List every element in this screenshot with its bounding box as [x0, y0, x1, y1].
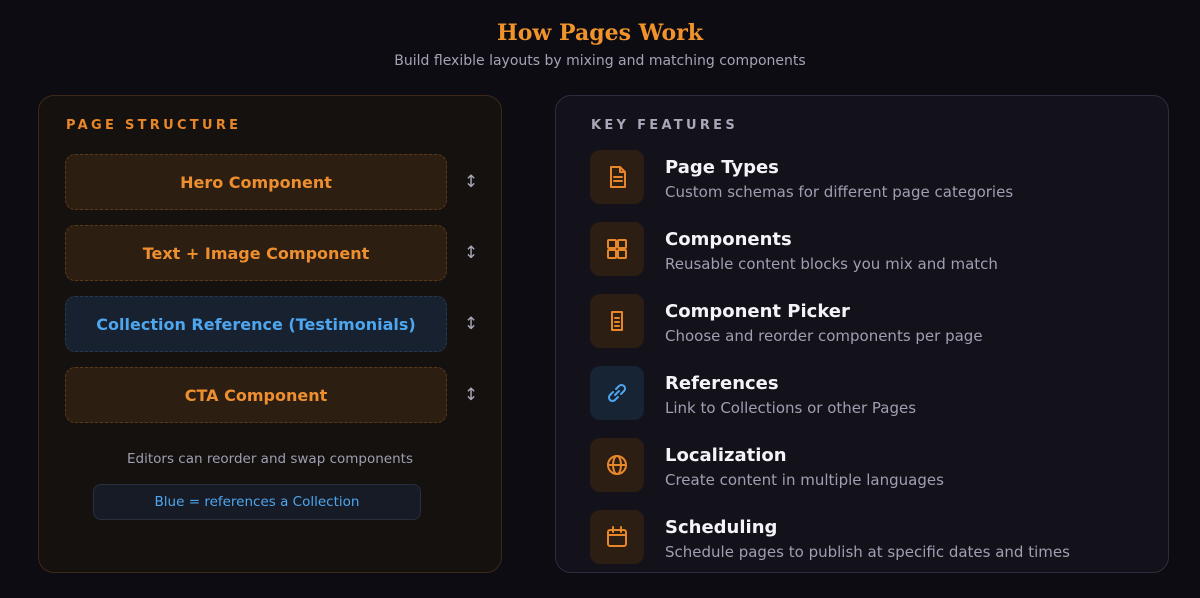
key-features-label: KEY FEATURES	[591, 118, 738, 133]
cta-component-block[interactable]: CTA Component	[65, 367, 447, 423]
page-types-icon	[590, 150, 644, 204]
feature-localization: Localization Create content in multiple …	[590, 438, 1160, 494]
collection-reference-block[interactable]: Collection Reference (Testimonials)	[65, 296, 447, 352]
feature-description: Create content in multiple languages	[665, 471, 944, 489]
feature-description: Schedule pages to publish at specific da…	[665, 543, 1070, 561]
feature-description: Link to Collections or other Pages	[665, 399, 917, 417]
drag-handle-icon[interactable]: ↕	[463, 243, 479, 263]
feature-description: Reusable content blocks you mix and matc…	[665, 255, 998, 273]
feature-title: References	[665, 373, 779, 394]
page-structure-panel: PAGE STRUCTURE Hero Component ↕ Text + I…	[38, 95, 502, 573]
page-structure-label: PAGE STRUCTURE	[66, 118, 242, 133]
localization-icon	[590, 438, 644, 492]
key-features-panel: KEY FEATURES Page Types Custom schemas f…	[555, 95, 1169, 573]
editors-note: Editors can reorder and swap components	[127, 451, 413, 467]
component-picker-icon	[590, 294, 644, 348]
feature-description: Choose and reorder components per page	[665, 327, 983, 345]
feature-description: Custom schemas for different page catego…	[665, 183, 1014, 201]
references-icon	[590, 366, 644, 420]
page-title: How Pages Work	[496, 20, 704, 46]
components-icon	[590, 222, 644, 276]
component-row-text-image[interactable]: Text + Image Component ↕	[65, 225, 485, 281]
component-row-collection-reference[interactable]: Collection Reference (Testimonials) ↕	[65, 296, 485, 352]
feature-references: References Link to Collections or other …	[590, 366, 1160, 422]
drag-handle-icon[interactable]: ↕	[463, 172, 479, 192]
scheduling-icon	[590, 510, 644, 564]
drag-handle-icon[interactable]: ↕	[463, 314, 479, 334]
component-row-cta[interactable]: CTA Component ↕	[65, 367, 485, 423]
text-image-component-block[interactable]: Text + Image Component	[65, 225, 447, 281]
collection-legend: Blue = references a Collection	[93, 484, 421, 520]
component-row-hero[interactable]: Hero Component ↕	[65, 154, 485, 210]
feature-title: Components	[665, 229, 792, 250]
feature-page-types: Page Types Custom schemas for different …	[590, 150, 1160, 206]
feature-component-picker: Component Picker Choose and reorder comp…	[590, 294, 1160, 350]
page-subtitle: Build flexible layouts by mixing and mat…	[394, 53, 806, 69]
feature-scheduling: Scheduling Schedule pages to publish at …	[590, 510, 1160, 566]
feature-title: Localization	[665, 445, 787, 466]
hero-component-block[interactable]: Hero Component	[65, 154, 447, 210]
feature-title: Scheduling	[665, 517, 778, 538]
feature-title: Component Picker	[665, 301, 850, 322]
feature-title: Page Types	[665, 157, 779, 178]
drag-handle-icon[interactable]: ↕	[463, 385, 479, 405]
feature-components: Components Reusable content blocks you m…	[590, 222, 1160, 278]
